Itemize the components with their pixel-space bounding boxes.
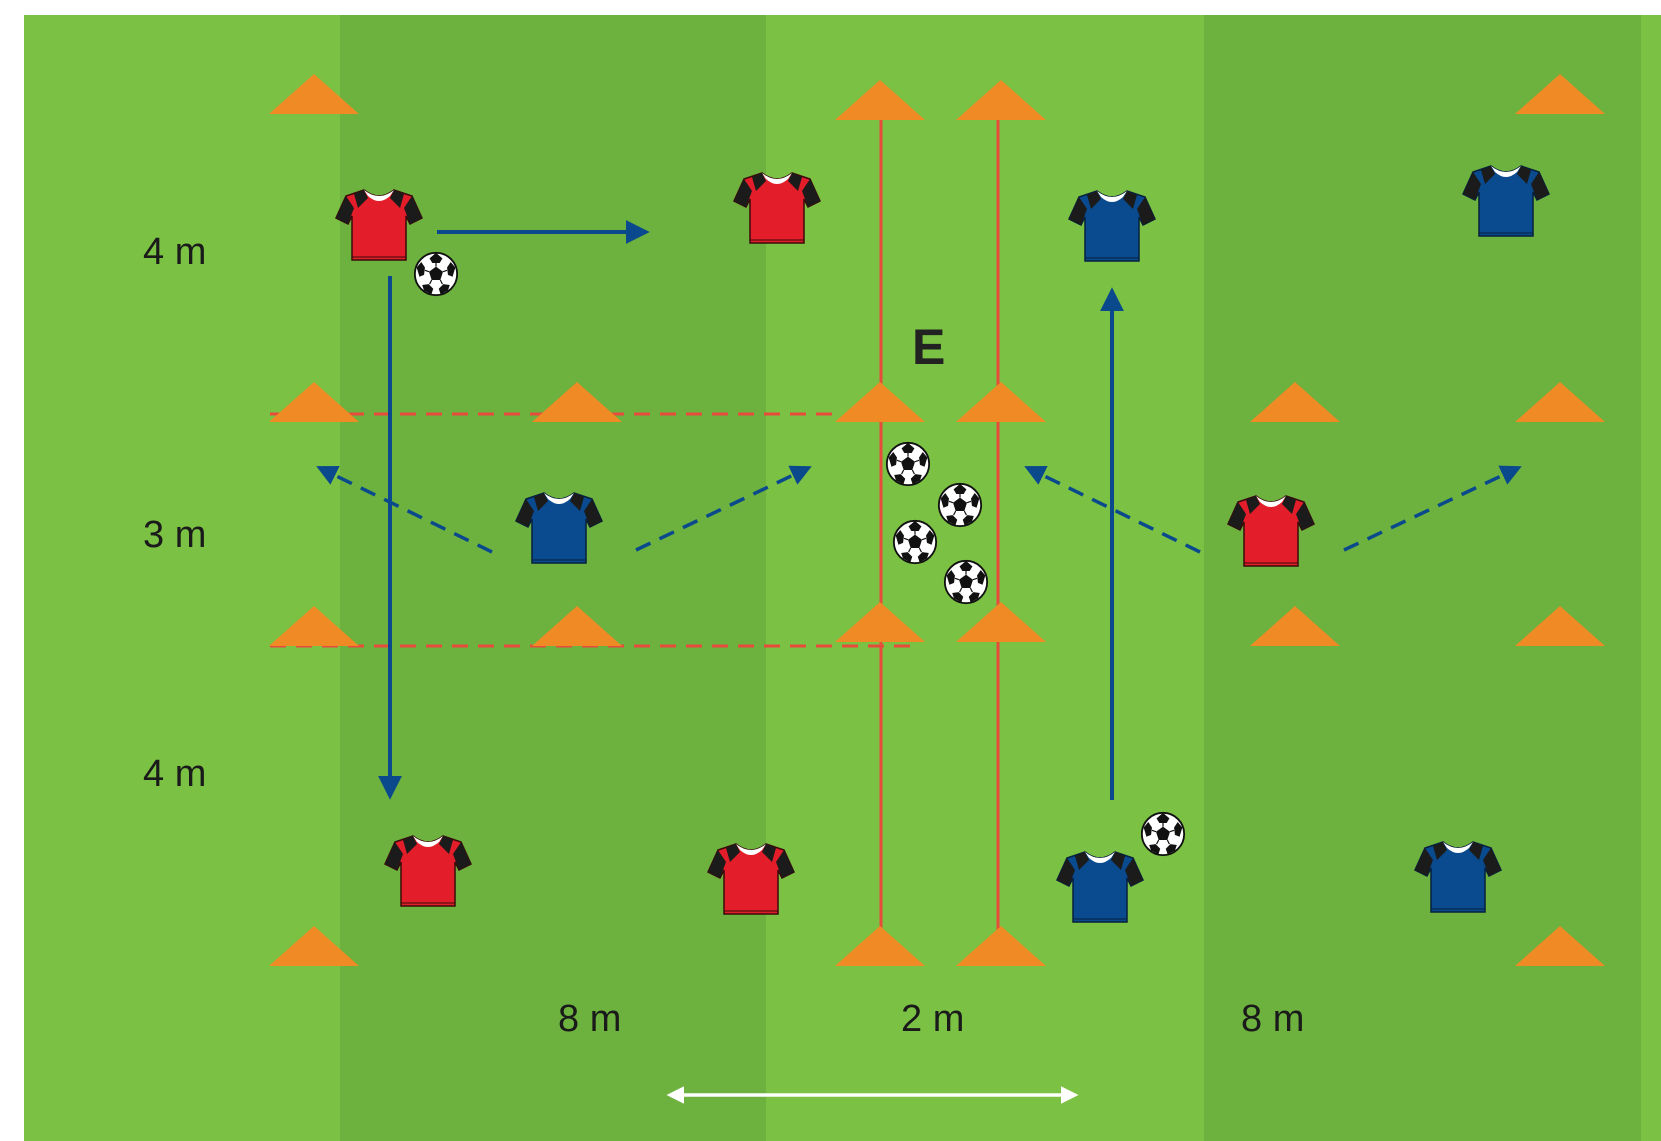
ball-icon bbox=[413, 251, 459, 297]
run-arrow bbox=[316, 465, 493, 554]
ball-icon bbox=[937, 482, 983, 528]
row-label-top: 4 m bbox=[143, 231, 207, 273]
ball-icon bbox=[1140, 811, 1186, 857]
run-arrows bbox=[316, 465, 1522, 554]
ball-icon bbox=[892, 519, 938, 565]
zone-label: E bbox=[912, 319, 946, 375]
run-arrow bbox=[635, 465, 812, 552]
column-label-center: 2 m bbox=[901, 998, 965, 1040]
row-label-middle: 3 m bbox=[143, 514, 207, 556]
run-arrow bbox=[1343, 465, 1522, 552]
pass-arrows bbox=[378, 220, 1124, 800]
grass-background bbox=[24, 15, 1661, 1141]
ball-icon bbox=[885, 441, 931, 487]
column-label-left: 8 m bbox=[558, 998, 622, 1040]
column-label-right: 8 m bbox=[1241, 998, 1305, 1040]
ball-icon bbox=[943, 559, 989, 605]
run-arrow bbox=[1024, 465, 1201, 554]
central-zone-lines bbox=[270, 120, 1000, 935]
row-label-bottom: 4 m bbox=[143, 753, 207, 795]
